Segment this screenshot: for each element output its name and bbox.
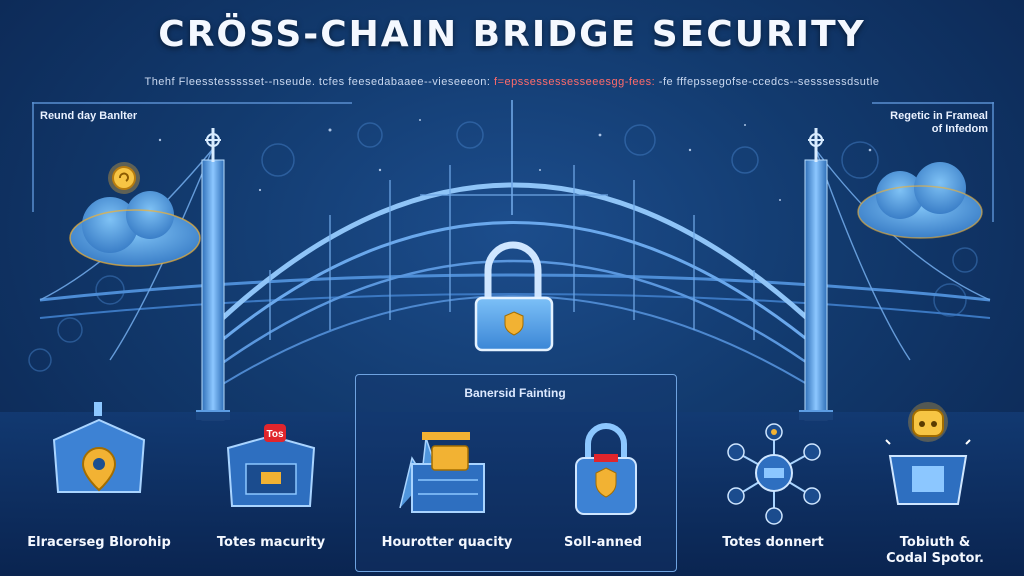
feature-6-icon bbox=[885, 402, 971, 505]
center-box-label: Banersid Fainting bbox=[464, 386, 566, 400]
feature-2-icon: Tos bbox=[226, 424, 316, 507]
left-tower bbox=[196, 128, 230, 421]
background-icons bbox=[28, 121, 978, 372]
feature-2-label: Totes macurity bbox=[216, 535, 326, 550]
frame-line-top-right bbox=[872, 102, 994, 104]
feature-1-icon bbox=[52, 402, 146, 493]
frame-line-right bbox=[992, 102, 994, 222]
feature-5-label: Totes donnert bbox=[722, 535, 824, 550]
page-title: CRÖSS-CHAIN BRIDGE SECURITY bbox=[158, 14, 866, 55]
cloud-icon-left bbox=[69, 191, 201, 267]
top-right-label: Regetic in Frameal of Infedom bbox=[838, 110, 988, 136]
padlock-icon bbox=[474, 241, 554, 352]
alert-badge bbox=[264, 424, 286, 442]
bridge-deck bbox=[39, 273, 991, 319]
feature-3-label: Hourotter quacity bbox=[381, 535, 513, 550]
frame-line-top-left bbox=[32, 102, 352, 104]
top-right-label-line2: of Infedom bbox=[931, 123, 988, 135]
subtitle-part-2: f=epssessessesseeesgg-fees: bbox=[494, 76, 656, 88]
feature-4-label: Soll-anned bbox=[563, 535, 642, 550]
frame-line-left bbox=[32, 102, 34, 212]
feature-4-icon bbox=[575, 423, 637, 515]
feature-6-label-line2: Codal Spotor. bbox=[886, 551, 984, 566]
gold-coin-icon bbox=[108, 162, 140, 194]
top-left-label: Reund day Banlter bbox=[40, 110, 138, 122]
right-tower bbox=[799, 128, 833, 421]
bridge-arches bbox=[207, 182, 823, 393]
page-subtitle: Thehf Fleesstessssset--nseude. tcfes fee… bbox=[36, 76, 988, 88]
feature-1-label: Elracerseg Blorohip bbox=[27, 535, 171, 550]
antenna-icon bbox=[94, 402, 102, 416]
badge-text: Tos bbox=[266, 429, 283, 440]
feature-5-icon bbox=[727, 423, 821, 525]
feature-6-label-line1: Tobiuth & bbox=[899, 535, 971, 550]
top-right-label-line1: Regetic in Frameal bbox=[890, 110, 988, 122]
database-icon bbox=[411, 463, 485, 513]
feature-6-label: Tobiuth & Codal Spotor. bbox=[850, 535, 1020, 567]
subtitle-part-3: -fe fffepssegofse-ccedcs--sesssessdsutle bbox=[655, 76, 880, 88]
robot-icon bbox=[912, 409, 944, 437]
subtitle-part-1: Thehf Fleesstessssset--nseude. tcfes fee… bbox=[144, 76, 495, 88]
cloud-icon-right bbox=[857, 162, 983, 239]
features-band bbox=[0, 412, 1024, 576]
feature-3-icon bbox=[399, 432, 485, 513]
